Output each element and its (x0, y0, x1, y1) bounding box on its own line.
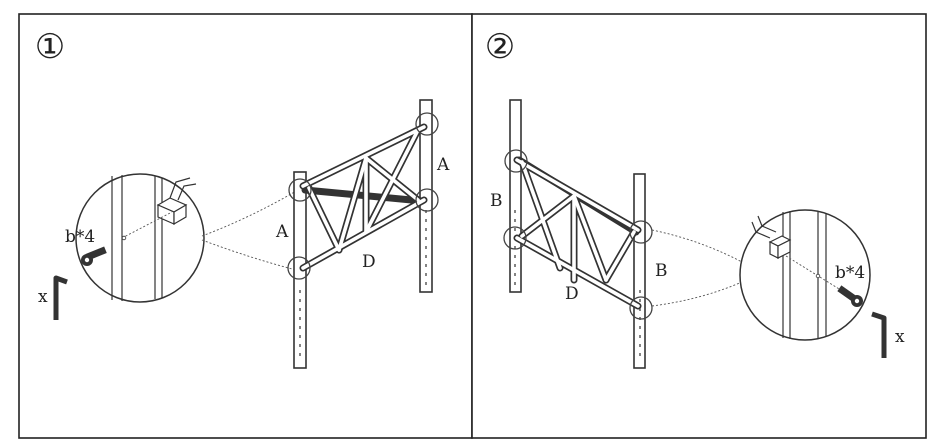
step-1-label-a-left: A (275, 222, 289, 242)
step-2-screw-label: b*4 (835, 263, 865, 283)
step-2-tool-label: x (895, 327, 905, 347)
step-1-connector-bottom (201, 239, 297, 271)
step-2-connector-bottom (651, 281, 743, 307)
step-1-joint-top-right (415, 112, 439, 136)
step-1-panel: ① (18, 13, 473, 439)
step-1-joint-top-left (288, 178, 312, 202)
step-1-bracket-icon (156, 177, 197, 226)
step-2-number: ② (485, 27, 515, 67)
step-2-joint-top-left (504, 149, 528, 173)
step-2-right-post (633, 173, 646, 369)
step-2-detail-circle (739, 209, 871, 341)
step-2-label-d: D (565, 284, 579, 304)
step-2-screw-icon (837, 285, 863, 307)
step-2-joint-bottom-right (629, 296, 653, 320)
step-1-right-post (419, 99, 433, 293)
step-2-allen-key-icon (871, 311, 887, 358)
step-1-label-d: D (362, 252, 376, 272)
step-2-connector-top (651, 229, 743, 263)
step-2-label-b-left: B (490, 191, 503, 211)
step-1-tool-label: x (38, 287, 48, 307)
step-1-joint-bottom-right (415, 188, 439, 212)
step-1-truss-frame (299, 123, 428, 272)
step-2-panel: ② (471, 13, 927, 439)
step-2-truss-frame (513, 156, 642, 310)
step-1-allen-key-icon (53, 275, 68, 320)
step-2-joint-bottom-left (503, 226, 527, 250)
step-1-number: ① (35, 27, 65, 67)
step-1-connector-top (201, 189, 299, 237)
step-2-bracket-icon (751, 215, 792, 259)
step-2-label-b-right: B (655, 261, 668, 281)
step-1-screw-icon (81, 246, 107, 266)
step-2-joint-top-right (629, 220, 653, 244)
step-1-detail-circle (75, 173, 205, 303)
step-2-left-post (509, 99, 522, 293)
step-1-screw-label: b*4 (65, 227, 95, 247)
step-1-label-a-right: A (436, 155, 450, 175)
step-1-joint-bottom-left (287, 256, 311, 280)
